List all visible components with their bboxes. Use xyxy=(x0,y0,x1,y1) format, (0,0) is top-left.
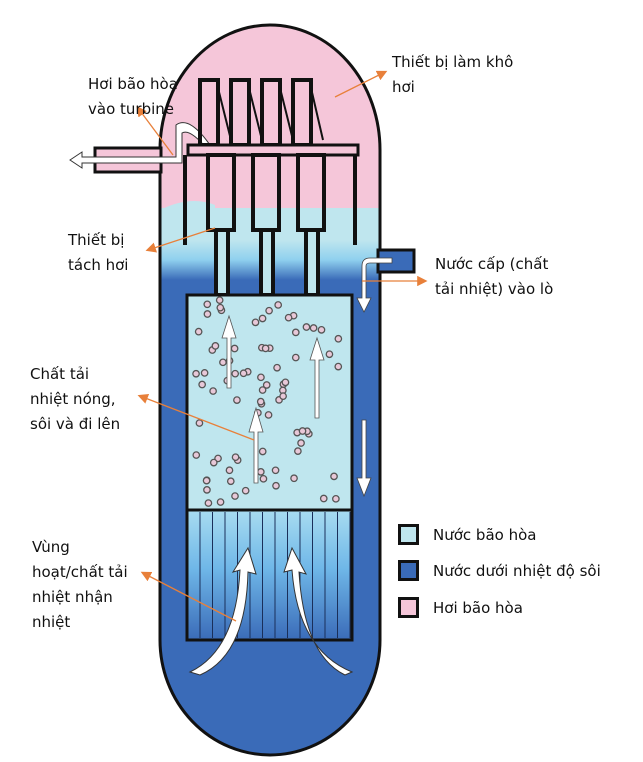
label-core-region: Vùng hoạt/chất tải nhiệt nhận nhiệt xyxy=(32,538,128,631)
legend-label: Hơi bão hòa xyxy=(433,598,523,617)
bubble xyxy=(203,300,212,309)
bubble xyxy=(211,342,220,350)
bubble xyxy=(317,325,326,334)
reactor-core xyxy=(185,508,354,642)
bubble xyxy=(230,344,239,353)
downflow-arrow xyxy=(356,419,372,498)
steam-dryer xyxy=(186,78,360,157)
legend-item-saturated-water: Nước bão hòa xyxy=(398,524,536,545)
bubble xyxy=(334,362,343,371)
legend-label: Nước bão hòa xyxy=(433,525,537,544)
bubble xyxy=(279,392,287,401)
bubble xyxy=(233,396,241,404)
bubble xyxy=(215,296,224,305)
label-feedwater-inlet: Nước cấp (chất tải nhiệt) vào lò xyxy=(435,255,554,298)
bubble xyxy=(241,486,250,495)
bubble xyxy=(258,386,267,394)
bubble xyxy=(209,387,217,395)
bubble xyxy=(200,369,209,377)
bubble xyxy=(334,334,343,343)
bubble xyxy=(225,466,234,475)
bubble xyxy=(281,378,290,387)
bubble xyxy=(203,486,211,494)
bubble xyxy=(198,380,206,389)
bubble xyxy=(256,397,265,406)
bubble xyxy=(257,373,265,382)
steam-bubbles xyxy=(192,296,343,507)
bubble xyxy=(256,468,265,476)
bubble xyxy=(273,363,281,372)
bubble xyxy=(226,477,235,486)
bubble xyxy=(216,303,225,312)
legend-swatch xyxy=(398,560,419,581)
bubble xyxy=(272,481,280,490)
fuel-rods xyxy=(199,512,351,638)
feedwater-flow-arrow xyxy=(356,257,393,313)
bubble xyxy=(231,492,239,500)
bubble xyxy=(332,494,340,503)
bubble xyxy=(202,476,211,485)
legend-swatch xyxy=(398,597,419,618)
bubble xyxy=(259,474,268,483)
bubble xyxy=(231,453,240,462)
bubble xyxy=(290,474,298,483)
annotation-arrows xyxy=(136,70,428,622)
bubble xyxy=(271,466,280,475)
legend-swatch xyxy=(398,524,419,545)
bubble xyxy=(309,324,318,332)
bubble xyxy=(265,306,273,315)
core-inflow-arrows xyxy=(188,546,354,676)
bubble xyxy=(284,313,293,322)
bubble xyxy=(192,369,200,378)
bubble xyxy=(262,381,271,389)
label-hot-coolant-rising: Chất tải nhiệt nóng, sôi và đi lên xyxy=(30,365,121,433)
label-steam-dryer: Thiết bị làm khô hơi xyxy=(392,53,514,96)
bubble xyxy=(330,472,338,481)
legend-item-saturated-steam: Hơi bão hòa xyxy=(398,597,523,618)
bubble xyxy=(319,494,328,503)
label-steam-to-turbine: Hơi bão hòa vào turbine xyxy=(88,75,178,118)
bubble xyxy=(294,447,302,455)
legend-label: Nước dưới nhiệt độ sôi xyxy=(433,561,601,580)
bubble xyxy=(219,358,227,367)
bubble xyxy=(195,419,204,427)
bubble xyxy=(325,350,334,359)
bubble xyxy=(231,369,240,378)
reactor-vessel xyxy=(158,23,382,757)
bubble xyxy=(291,328,300,337)
bubble xyxy=(258,447,267,456)
bubble xyxy=(251,318,260,327)
bubble xyxy=(298,427,307,435)
bubble xyxy=(291,353,300,362)
riser-region xyxy=(185,293,354,512)
label-steam-separator: Thiết bị tách hơi xyxy=(68,231,129,274)
bubble xyxy=(274,301,283,309)
legend-item-subcooled-water: Nước dưới nhiệt độ sôi xyxy=(398,560,601,581)
bubble xyxy=(204,499,213,507)
upflow-arrows xyxy=(221,314,325,484)
bubble xyxy=(261,344,270,353)
steam-separator xyxy=(183,153,357,297)
bubble xyxy=(192,451,201,459)
bubble xyxy=(239,369,248,378)
bubble xyxy=(297,439,305,447)
bubble xyxy=(203,310,212,318)
bubble xyxy=(209,458,218,467)
bubble xyxy=(302,323,311,331)
bubble xyxy=(264,411,273,419)
bubble xyxy=(258,314,267,323)
bubble xyxy=(194,327,203,336)
bubble xyxy=(216,498,225,506)
